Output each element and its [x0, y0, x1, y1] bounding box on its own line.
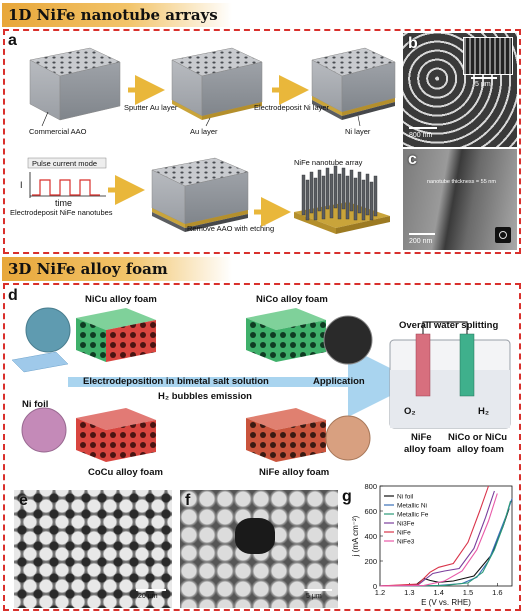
label-nicu-foam: NiCu alloy foam	[85, 294, 157, 305]
scale-c-thickness: nanotube thickness = 55 nm	[427, 179, 496, 185]
label-h2: H₂	[478, 406, 490, 417]
legend-label-4: NiFe	[397, 530, 411, 537]
label-water-splitting: Overall water splitting	[399, 320, 499, 331]
nanotube-process-schematic	[27, 47, 396, 234]
y-axis-label: j (mA cm⁻²)	[351, 515, 360, 557]
y-tick-label: 200	[364, 557, 377, 566]
legend-label-3: Ni3Fe	[397, 521, 415, 528]
legend-label-0: Ni foil	[397, 494, 414, 501]
panel-f-label: f	[185, 492, 191, 509]
water-splitting-cell	[389, 321, 511, 429]
label-nico-foam: NiCo alloy foam	[256, 294, 328, 305]
label-h2-bubbles: H₂ bubbles emission	[158, 391, 252, 402]
series-line-3	[379, 490, 495, 587]
label-remove-aao: Remove AAO with etching	[187, 224, 275, 233]
label-electrodeposit-ni: Electrodeposit Ni layer	[254, 103, 330, 112]
ni-block	[311, 47, 396, 120]
label-pulse-mode: Pulse current mode	[32, 159, 98, 168]
legend-label-2: Metallic Fe	[397, 512, 429, 519]
label-electrodeposit-nife: Electrodeposit NiFe nanotubes	[10, 208, 113, 217]
label-application: Application	[313, 376, 365, 387]
sem-image-e: e 20 μm	[14, 490, 172, 608]
label-ni-layer: Ni layer	[345, 127, 371, 136]
ni-foil-sheet	[11, 351, 69, 373]
nife-foam-cube	[246, 408, 326, 462]
label-electrodeposition: Electrodeposition in bimetal salt soluti…	[83, 376, 269, 387]
series-line-2	[379, 500, 512, 587]
scale-b-inset: 5 μm	[475, 81, 491, 88]
y-tick-label: 400	[364, 532, 377, 541]
x-tick-label: 1.4	[433, 588, 443, 597]
panel-e-label: e	[19, 492, 28, 509]
label-sputter-au: Sputter Au layer	[124, 103, 178, 112]
label-i-axis: I	[20, 180, 23, 190]
section1-frame	[3, 29, 521, 254]
scale-f: 5 μm	[306, 593, 322, 600]
au-block	[171, 47, 263, 120]
x-tick-label: 1.2	[375, 588, 385, 597]
series-line-5	[379, 493, 498, 587]
x-tick-label: 1.5	[463, 588, 473, 597]
series-line-4	[379, 485, 490, 587]
label-nico-cell-2: alloy foam	[457, 444, 504, 455]
alloy-foam-schematic	[11, 307, 511, 462]
label-ni-foil: Ni foil	[22, 399, 49, 410]
y-tick-label: 800	[364, 482, 377, 491]
label-commercial-aao: Commercial AAO	[29, 127, 87, 136]
scale-e: 20 μm	[138, 593, 158, 600]
label-nife-array: NiFe nanotube array	[294, 158, 363, 167]
panel-a-label: a	[8, 32, 17, 49]
label-time-axis: time	[55, 198, 73, 208]
panel-d-label: d	[8, 287, 18, 304]
label-nico-cell-1: NiCo or NiCu	[448, 432, 508, 443]
x-axis-label: E (V vs. RHE)	[421, 598, 471, 607]
panel-b-label: b	[408, 35, 418, 52]
x-tick-label: 1.6	[492, 588, 502, 597]
scale-b-main: 800 nm	[409, 132, 433, 139]
label-nife-foam: NiFe alloy foam	[259, 467, 330, 478]
x-tick-label: 1.3	[404, 588, 414, 597]
lsv-chart: 0 200 400 600 800 1.2 1.3 1.4 1.5 1.6 E (V vs. RHE…	[351, 482, 513, 607]
label-nife-cell-2: alloy foam	[404, 444, 451, 455]
label-cocu-foam: CoCu alloy foam	[88, 467, 163, 478]
nico-foam-cube	[246, 308, 326, 362]
nicu-foam-cube	[76, 308, 156, 362]
nanotube-array	[294, 165, 390, 234]
section2-banner: 3D NiFe alloy foam	[2, 257, 232, 281]
label-au-layer: Au layer	[190, 127, 218, 136]
label-nife-cell-1: NiFe	[411, 432, 432, 443]
cocu-foam-cube	[76, 408, 156, 462]
pulse-waveform	[27, 157, 107, 198]
panel-g-label: g	[342, 488, 352, 505]
scale-c-main: 200 nm	[409, 238, 433, 245]
section2-frame	[3, 283, 521, 611]
label-o2: O₂	[404, 406, 416, 417]
sem-image-f: f 5 μm	[180, 490, 338, 608]
y-tick-label: 600	[364, 507, 377, 516]
section1-title: 1D NiFe nanotube arrays	[8, 6, 218, 24]
y-tick-label: 0	[373, 582, 377, 591]
sem-image-c: c nanotube thickness = 55 nm 200 nm	[403, 149, 517, 250]
panel-c-label: c	[408, 151, 417, 168]
sem-image-b: b 5 μm 800 nm	[403, 33, 517, 147]
section2-title: 3D NiFe alloy foam	[8, 260, 168, 278]
aao-block	[29, 47, 121, 121]
legend-label-1: Metallic Ni	[397, 503, 427, 510]
section1-banner: 1D NiFe nanotube arrays	[2, 3, 232, 27]
legend-label-5: NiFe3	[397, 539, 415, 546]
aao-nife-block	[151, 157, 249, 232]
